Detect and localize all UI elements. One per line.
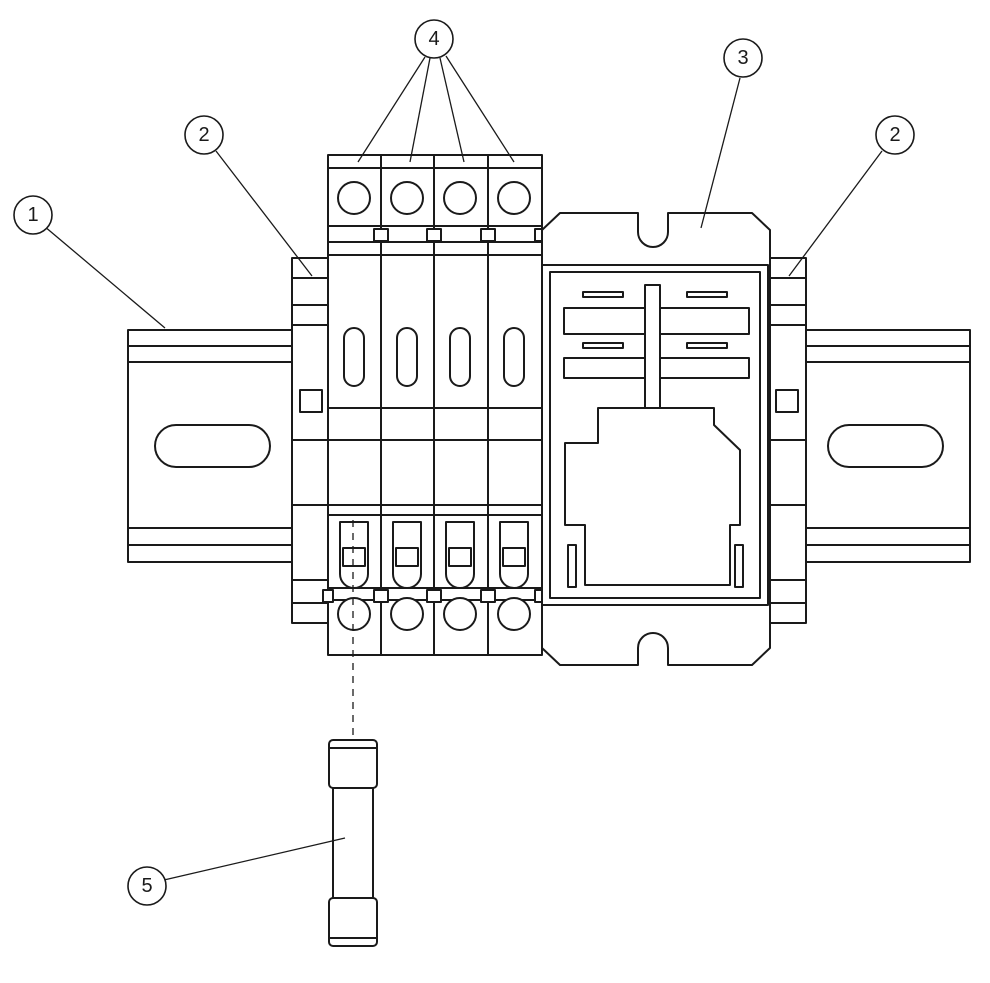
cartridge-fuse [328, 520, 378, 947]
callout-4: 4 [414, 19, 454, 59]
callout-3: 3 [723, 38, 763, 78]
callout-1-label: 1 [27, 204, 38, 226]
callout-1: 1 [13, 195, 53, 235]
callout-2-right: 2 [875, 115, 915, 155]
callout-2-left: 2 [184, 115, 224, 155]
callout-3-label: 3 [737, 47, 748, 69]
callout-2-right-label: 2 [889, 124, 900, 146]
end-stop-right [767, 257, 807, 624]
relay-module [541, 212, 771, 666]
fuse-terminal-blocks [322, 154, 546, 656]
end-stop-left [291, 257, 331, 624]
din-rail [127, 329, 971, 563]
callout-2-left-label: 2 [198, 124, 209, 146]
callout-5-label: 5 [141, 875, 152, 897]
leader-lines [43, 55, 883, 881]
callout-4-label: 4 [428, 28, 439, 50]
callout-5: 5 [127, 866, 167, 906]
